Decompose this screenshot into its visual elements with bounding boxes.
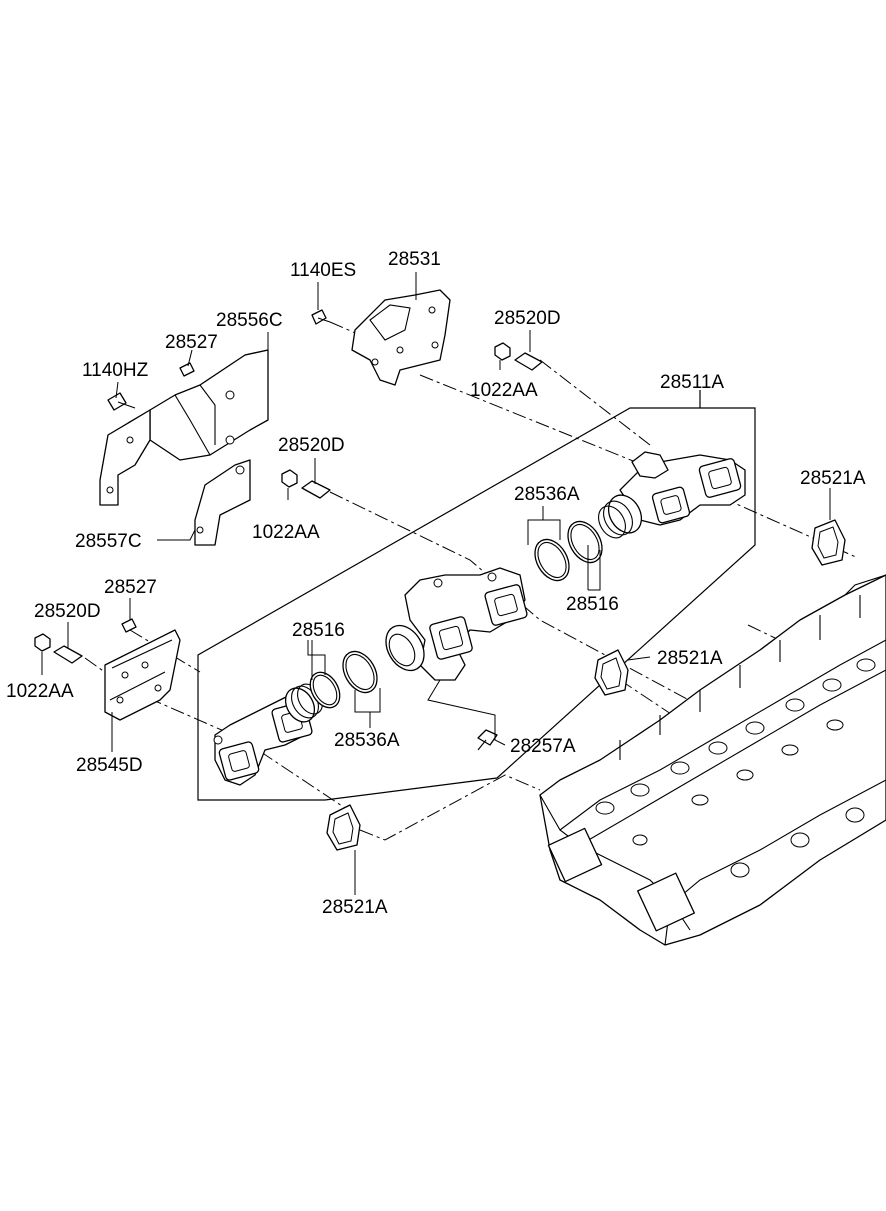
label-28520D-mid: 28520D	[278, 435, 345, 456]
label-28545D: 28545D	[76, 755, 143, 776]
manifold-center-section	[385, 567, 528, 681]
label-28527-left: 28527	[104, 577, 157, 598]
label-28536A-top: 28536A	[514, 484, 580, 505]
label-28556C: 28556C	[216, 310, 283, 331]
heat-shield-28556C	[149, 349, 269, 461]
manifold-left-section	[213, 683, 323, 786]
label-1022AA-left: 1022AA	[6, 681, 74, 702]
label-1140ES: 1140ES	[290, 260, 356, 281]
label-28527-top: 28527	[165, 332, 218, 353]
label-28557C: 28557C	[75, 531, 142, 552]
callout-labels: 1140ES 28531 28520D 1022AA 28556C 28527 …	[6, 249, 866, 918]
label-28520D-left: 28520D	[34, 601, 101, 622]
manifold-assembly-frame	[197, 390, 756, 801]
label-28516-right: 28516	[566, 594, 619, 615]
cylinder-head	[539, 574, 886, 946]
bracket-28557C	[99, 409, 251, 546]
label-28521A-mid: 28521A	[657, 648, 723, 669]
label-28520D-top: 28520D	[494, 308, 561, 329]
bracket-28545D	[104, 629, 181, 721]
label-28516-left: 28516	[292, 620, 345, 641]
gaskets	[326, 519, 846, 851]
heat-shield-upper	[351, 289, 451, 386]
label-28257A: 28257A	[510, 736, 576, 757]
label-28521A-right: 28521A	[800, 468, 866, 489]
label-1140HZ: 1140HZ	[82, 360, 149, 381]
label-28511A: 28511A	[660, 372, 724, 393]
leader-lines	[41, 272, 831, 895]
label-1022AA-mid: 1022AA	[252, 522, 320, 543]
label-28521A-bottom: 28521A	[322, 897, 388, 918]
label-1022AA-top: 1022AA	[470, 380, 538, 401]
label-28536A-bottom: 28536A	[334, 730, 400, 751]
seal-rings	[309, 520, 603, 709]
manifold-right-section	[598, 451, 746, 539]
label-28531: 28531	[388, 249, 441, 270]
